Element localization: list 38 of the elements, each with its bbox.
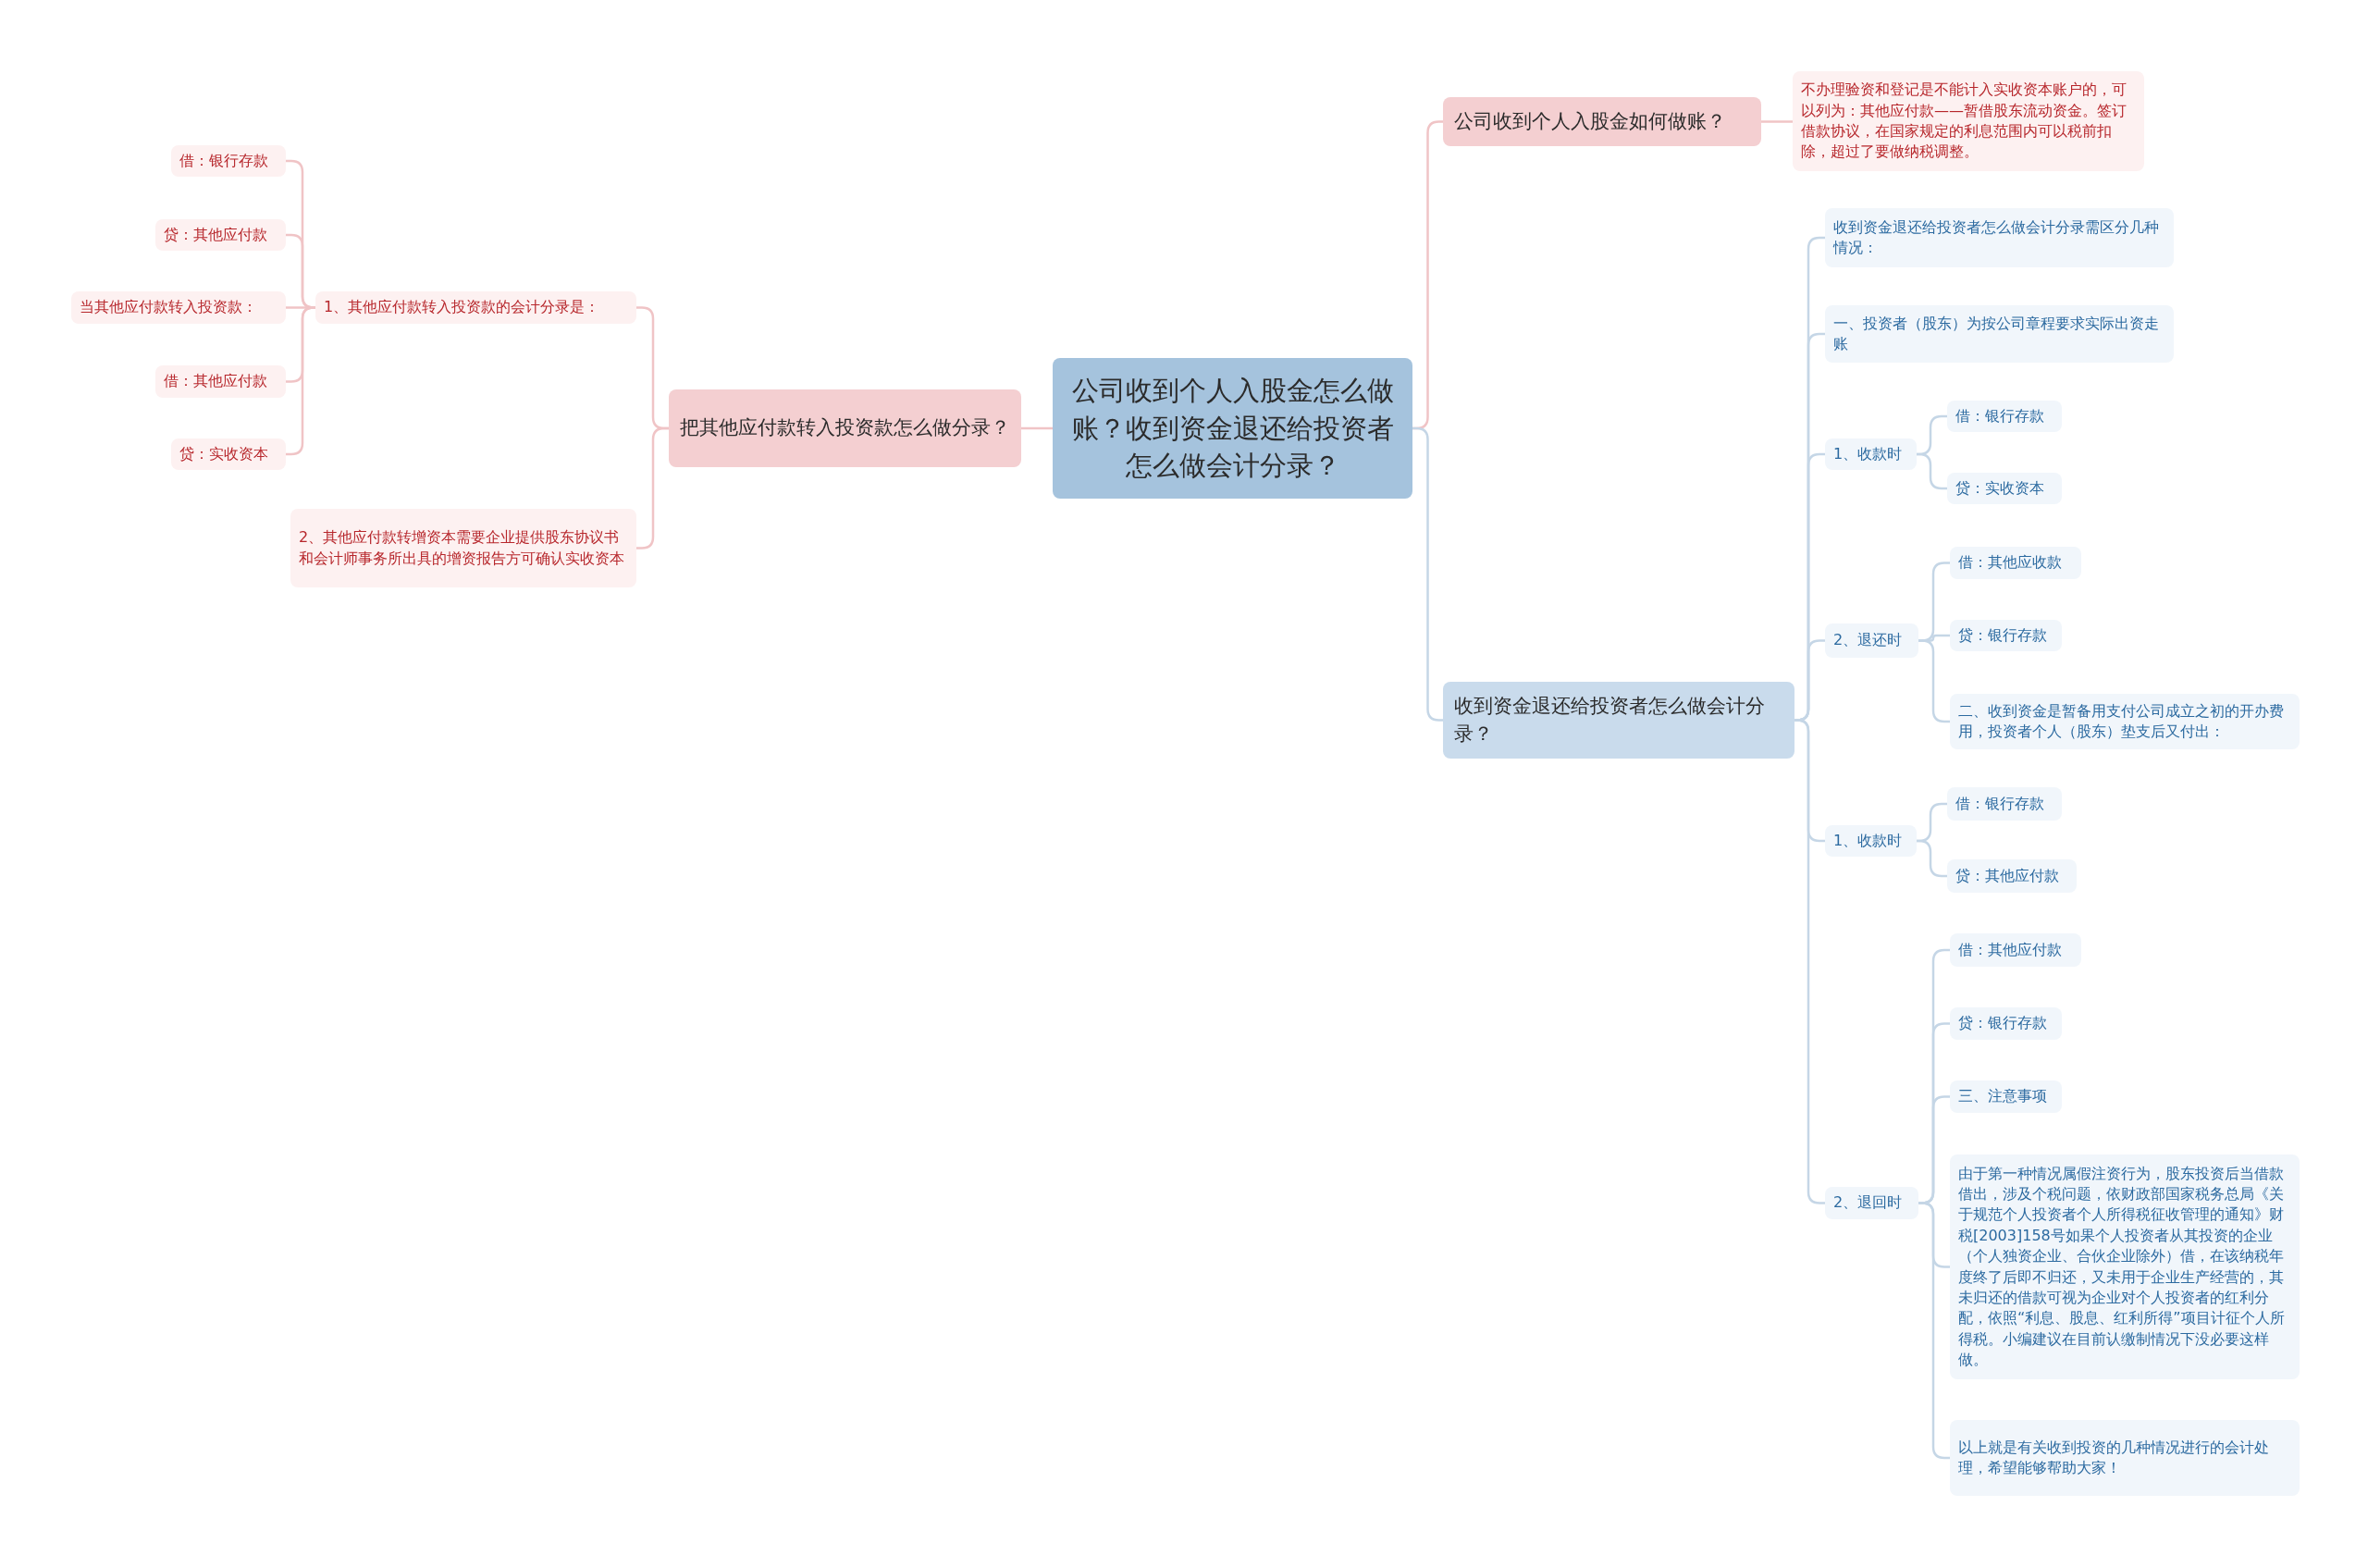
- connector-line: [1761, 120, 1793, 123]
- subtopic-box: 收到资金退还给投资者怎么做会计分录需区分几种情况：: [1825, 208, 2174, 267]
- subtopic-box: 二、收到资金是暂备用支付公司成立之初的开办费用，投资者个人（股东）垫支后又付出：: [1950, 694, 2300, 749]
- subtopic-box: 借：其他应付款: [155, 365, 286, 398]
- subtopic-box: 2、退回时: [1825, 1187, 1918, 1219]
- subtopic-box: 贷：其他应付款: [1947, 859, 2077, 893]
- topic-box: 收到资金退还给投资者怎么做会计分录？: [1443, 682, 1794, 759]
- subtopic-box: 借：其他应付款: [1950, 933, 2081, 967]
- subtopic-box: 1、其他应付款转入投资款的会计分录是：: [315, 291, 636, 324]
- subtopic-box: 1、收款时: [1825, 825, 1917, 858]
- subtopic-box: 2、其他应付款转增资本需要企业提供股东协议书和会计师事务所出具的增资报告方可确认实收资本: [290, 509, 636, 587]
- subtopic-box: 2、退还时: [1825, 623, 1918, 658]
- subtopic-box: 借：银行存款: [1947, 787, 2062, 821]
- connector-line: [1917, 839, 1947, 878]
- subtopic-box: 借：银行存款: [1947, 401, 2062, 433]
- subtopic-box: 1、收款时: [1825, 438, 1917, 471]
- subtopic-box: 由于第一种情况属假注资行为，股东投资后当借款借出，涉及个税问题，依财政部国家税务总局《关于规范个人投资者个人所得税征收管理的通知》财税[2003]158号如果个人投资者从其投资的企业（个人独资企业、合伙企业除外）借，在该纳税年度终了后即不归还，又未用于企业生产经营的，其未归还的借款可视为企业对个人投资者的红利分配，依照“利息、股息、红利所得”项目计征个人所得税。小编建议在目前认缴制情况下没必要这样做。: [1950, 1154, 2300, 1379]
- subtopic-box: 贷：实收资本: [171, 438, 286, 471]
- subtopic-box: 贷：银行存款: [1950, 620, 2062, 652]
- subtopic-box: 以上就是有关收到投资的几种情况进行的会计处理，希望能够帮助大家！: [1950, 1420, 2300, 1496]
- subtopic-box: 借：其他应收款: [1950, 547, 2081, 579]
- subtopic-box: 不办理验资和登记是不能计入实收资本账户的，可以列为：其他应付款——暂借股东流动资金。签订借款协议，在国家规定的利息范围内可以税前扣除，超过了要做纳税调整。: [1793, 71, 2144, 171]
- subtopic-box: 借：银行存款: [171, 145, 286, 178]
- subtopic-box: 一、投资者（股东）为按公司章程要求实际出资走账: [1825, 305, 2174, 363]
- connector-line: [636, 426, 669, 549]
- root-topic-box: 公司收到个人入股金怎么做账？收到资金退还给投资者怎么做会计分录？: [1053, 358, 1412, 499]
- subtopic-box: 三、注意事项: [1950, 1080, 2062, 1113]
- subtopic-box: 当其他应付款转入投资款：: [71, 291, 286, 324]
- subtopic-box: 贷：实收资本: [1947, 473, 2062, 505]
- connector-line: [1412, 426, 1443, 722]
- subtopic-box: 贷：其他应付款: [155, 219, 286, 252]
- subtopic-box: 贷：银行存款: [1950, 1007, 2062, 1040]
- connector-line: [1917, 452, 1947, 490]
- connector-line: [1021, 426, 1053, 430]
- connector-line: [1918, 1202, 1950, 1460]
- connector-line: [1918, 639, 1950, 723]
- topic-box: 公司收到个人入股金如何做账？: [1443, 97, 1761, 146]
- topic-box: 把其他应付款转入投资款怎么做分录？: [669, 389, 1021, 467]
